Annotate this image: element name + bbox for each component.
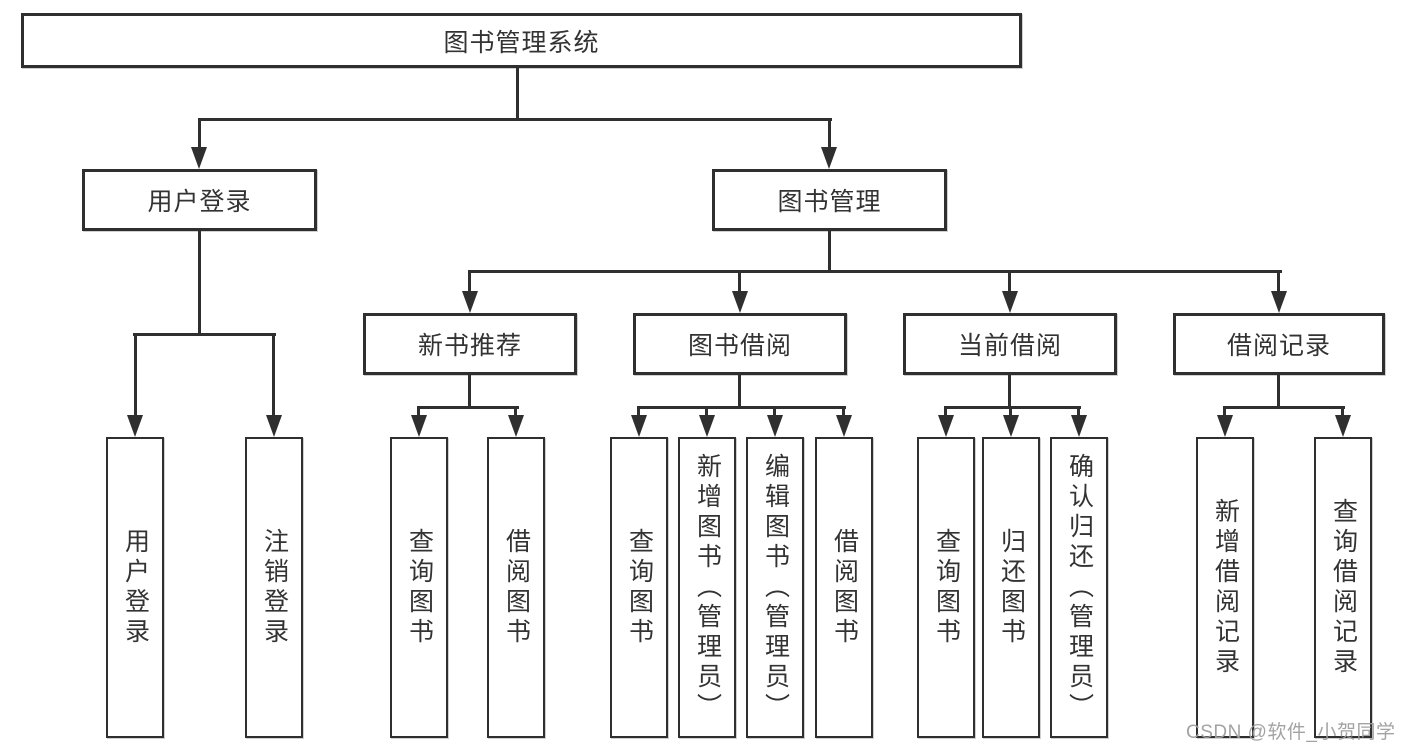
node-current-borrow: 当前借阅 [903,313,1117,375]
connector-drop-new-book [468,270,471,291]
arrowhead-to-logout-leaf [266,415,282,437]
node-book-management: 图书管理 [712,169,947,231]
arrowhead-to-new-book [462,291,478,313]
arrowhead-to-bb-add [699,415,715,437]
connector-root-left-drop [198,118,201,147]
leaf-cb-return-book-label: 归还图书 [997,527,1026,648]
leaf-nb-query-book-label: 查询图书 [405,527,434,648]
connector-user-login-stem [198,231,201,335]
leaf-user-login-label: 用户登录 [121,527,150,648]
leaf-bb-edit-book: 编辑图书（管理员） [746,437,804,738]
leaf-bb-borrow-book-label: 借阅图书 [830,527,859,648]
connector-book-management-split [468,270,1282,273]
arrowhead-to-cb-query [938,415,954,437]
connector-book-management-stem [828,231,831,272]
leaf-bb-add-book: 新增图书（管理员） [678,437,736,738]
leaf-br-query-record: 查询借阅记录 [1314,437,1372,738]
connector-borrow-records-stem [1277,375,1280,409]
arrowhead-to-nb-borrow [508,415,524,437]
connector-borrow-records-split [1223,406,1345,409]
root-node-label: 图书管理系统 [443,28,600,57]
leaf-cb-query-book: 查询图书 [917,437,975,738]
arrowhead-to-cb-confirm [1071,415,1087,437]
leaf-br-add-record: 新增借阅记录 [1196,437,1254,738]
leaf-bb-query-book: 查询图书 [610,437,668,738]
leaf-nb-borrow-book: 借阅图书 [487,437,545,738]
connector-root-split [198,118,832,121]
leaf-user-login: 用户登录 [106,437,164,738]
connector-drop-bb-query [637,406,640,415]
arrowhead-to-bb-borrow [836,415,852,437]
arrowhead-to-nb-query [411,415,427,437]
connector-drop-cb-query [944,406,947,415]
leaf-cb-confirm-return: 确认归还（管理员） [1050,437,1108,738]
connector-drop-bb-edit [773,406,776,415]
connector-drop-book-borrow [738,270,741,291]
arrowhead-to-book-management [821,147,837,169]
connector-drop-logout-leaf [272,333,275,415]
node-borrow-records-label: 借阅记录 [1226,332,1331,360]
connector-book-borrow-stem [738,375,741,409]
arrowhead-to-bb-edit [767,415,783,437]
connector-new-book-stem [468,375,471,409]
leaf-br-add-record-label: 新增借阅记录 [1211,497,1240,678]
leaf-cb-confirm-return-label: 确认归还（管理员） [1065,452,1094,723]
root-node-library-management-system: 图书管理系统 [21,13,1022,68]
connector-drop-borrow-records [1277,270,1280,291]
node-borrow-records: 借阅记录 [1173,313,1385,375]
node-book-borrow-label: 图书借阅 [687,332,792,360]
node-current-borrow-label: 当前借阅 [957,332,1062,360]
arrowhead-to-login-leaf [127,415,143,437]
connector-drop-login-leaf [134,333,137,415]
connector-drop-nb-query [417,406,420,415]
arrowhead-to-borrow-records [1271,291,1287,313]
leaf-bb-borrow-book: 借阅图书 [815,437,873,738]
leaf-cb-query-book-label: 查询图书 [932,527,961,648]
connector-drop-bb-add [705,406,708,415]
arrowhead-to-current-borrow [1002,291,1018,313]
leaf-nb-query-book: 查询图书 [390,437,448,738]
leaf-nb-borrow-book-label: 借阅图书 [502,527,531,648]
csdn-watermark: CSDN @软件_小贺同学 [1186,722,1396,743]
leaf-bb-edit-book-label: 编辑图书（管理员） [761,452,790,723]
node-new-book-recommend-label: 新书推荐 [417,332,522,360]
connector-drop-br-query [1341,406,1344,415]
connector-current-borrow-stem [1008,375,1011,409]
connector-new-book-split [417,406,519,409]
node-book-borrow: 图书借阅 [633,313,847,375]
leaf-logout-label: 注销登录 [260,527,289,648]
connector-root-right-drop [828,118,831,147]
connector-drop-nb-borrow [514,406,517,415]
leaf-logout: 注销登录 [245,437,303,738]
connector-book-borrow-split [637,406,846,409]
connector-drop-current-borrow [1008,270,1011,291]
connector-drop-cb-return [1009,406,1012,415]
arrowhead-to-bb-query [631,415,647,437]
arrowhead-to-br-add [1217,415,1233,437]
arrowhead-to-cb-return [1003,415,1019,437]
node-new-book-recommend: 新书推荐 [363,313,577,375]
leaf-bb-query-book-label: 查询图书 [625,527,654,648]
connector-drop-br-add [1223,406,1226,415]
node-book-management-label: 图书管理 [777,188,882,216]
connector-drop-bb-borrow [842,406,845,415]
node-user-login: 用户登录 [82,169,317,231]
arrowhead-to-user-login [191,147,207,169]
arrowhead-to-br-query [1335,415,1351,437]
leaf-bb-add-book-label: 新增图书（管理员） [693,452,722,723]
connector-user-login-split [133,333,276,336]
leaf-br-query-record-label: 查询借阅记录 [1329,497,1358,678]
arrowhead-to-book-borrow [732,291,748,313]
connector-current-borrow-split [944,406,1081,409]
connector-root-stem [516,68,519,120]
node-user-login-label: 用户登录 [147,188,252,216]
connector-drop-cb-confirm [1077,406,1080,415]
leaf-cb-return-book: 归还图书 [982,437,1040,738]
